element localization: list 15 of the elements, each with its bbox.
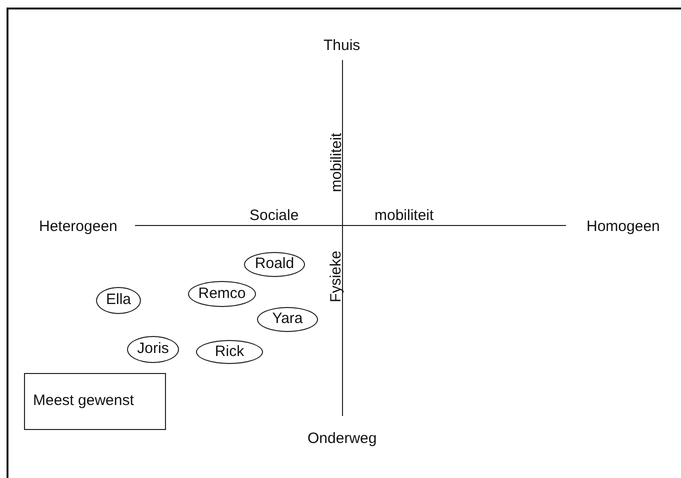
axis-title: Fysieke: [328, 250, 344, 302]
name-ellipse: Remco: [188, 281, 256, 307]
axis-label: Thuis: [324, 38, 360, 52]
text-box: Meest gewenst: [24, 373, 166, 430]
axis-label: Onderweg: [308, 430, 377, 446]
name-ellipse: Yara: [257, 307, 318, 332]
axis-title: Sociale: [250, 208, 299, 222]
name-ellipse: Rick: [196, 340, 263, 364]
axis-label: Homogeen: [586, 218, 660, 234]
name-ellipse: Roald: [244, 252, 305, 277]
axis-title: mobiliteit: [374, 208, 434, 222]
axis-title: mobiliteit: [328, 132, 344, 192]
name-ellipse: Joris: [127, 336, 179, 363]
name-ellipse: Ella: [96, 287, 141, 314]
axis-label: Heterogeen: [39, 218, 118, 234]
